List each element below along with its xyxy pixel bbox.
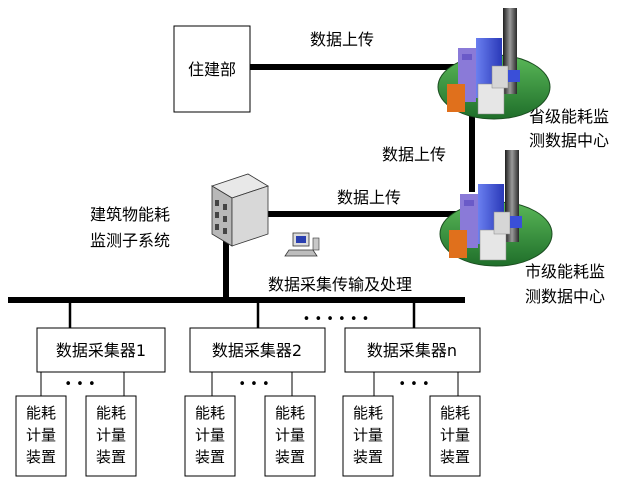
meter-device-3-label-1: 能耗 <box>195 404 225 422</box>
meter-device-4-label-1: 能耗 <box>275 404 305 422</box>
city-center-icon <box>439 150 553 267</box>
province-center-label-2: 测数据中心 <box>529 131 609 150</box>
meter-ellipsis-n: • • • <box>398 377 429 392</box>
connection-lines <box>8 64 475 303</box>
meter-device-2-label-2: 计量 <box>96 426 126 444</box>
meter-device-5-label-3: 装置 <box>353 448 383 466</box>
city-center-label-1: 市级能耗监 <box>525 262 605 281</box>
province-center-label-1: 省级能耗监 <box>529 107 609 126</box>
collector-2: 数据采集器2 <box>189 327 326 373</box>
meter-ellipsis-1: • • • <box>64 377 95 392</box>
meter-device-4-label-3: 装置 <box>275 448 305 466</box>
computer-icon <box>284 232 320 257</box>
meter-device-5-label-1: 能耗 <box>353 404 383 422</box>
upload-label-top: 数据上传 <box>310 30 374 49</box>
collector-droppers <box>68 300 416 328</box>
meter-device-6-label-2: 计量 <box>440 426 470 444</box>
collector-n-label: 数据采集器n <box>367 341 457 360</box>
meter-device-2-label-1: 能耗 <box>96 404 126 422</box>
meter-device-3-label-2: 计量 <box>195 426 225 444</box>
bus-label: 数据采集传输及处理 <box>268 275 412 294</box>
collector-1-label: 数据采集器1 <box>56 341 146 360</box>
meter-device-4-label-2: 计量 <box>275 426 305 444</box>
collector-2-label: 数据采集器2 <box>212 341 302 360</box>
city-center-label-2: 测数据中心 <box>525 287 605 306</box>
meter-device-2-label-3: 装置 <box>96 448 126 466</box>
meter-connectors <box>40 372 459 396</box>
meter-ellipsis-2: • • • <box>238 377 269 392</box>
upload-label-city: 数据上传 <box>337 188 401 207</box>
server-icon <box>211 173 269 247</box>
subsystem-label-2: 监测子系统 <box>90 231 170 250</box>
meter-device-1-label-1: 能耗 <box>26 404 56 422</box>
meter-device-1-label-3: 装置 <box>26 448 56 466</box>
meter-device-6-label-3: 装置 <box>440 448 470 466</box>
meter-device-5-label-2: 计量 <box>353 426 383 444</box>
meter-device-3-label-3: 装置 <box>195 448 225 466</box>
ministry-node: 住建部 <box>173 25 251 113</box>
meter-device-6-label-1: 能耗 <box>440 404 470 422</box>
ministry-label: 住建部 <box>188 60 236 79</box>
province-center-icon <box>437 8 551 120</box>
upload-label-middle: 数据上传 <box>382 145 446 164</box>
subsystem-label-1: 建筑物能耗 <box>90 205 170 224</box>
collector-1: 数据采集器1 <box>36 327 166 373</box>
collector-n: 数据采集器n <box>344 327 481 373</box>
bus-ellipsis: • • • • • • <box>303 312 370 327</box>
meter-device-1-label-2: 计量 <box>26 426 56 444</box>
